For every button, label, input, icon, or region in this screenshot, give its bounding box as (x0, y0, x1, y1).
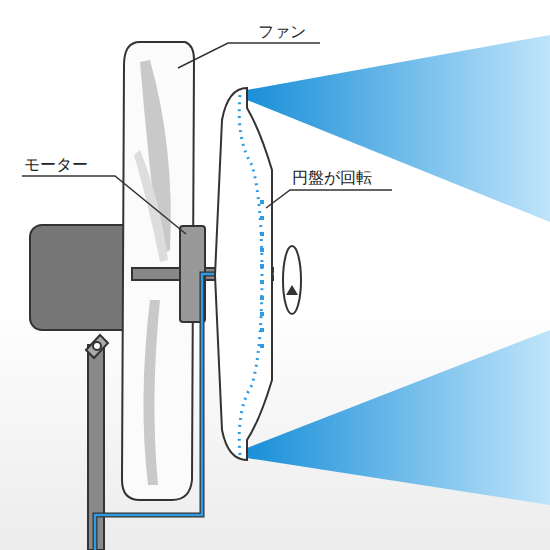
mist-cone (247, 35, 550, 222)
leader-line (22, 176, 186, 234)
leader-line (178, 43, 320, 68)
part-label: 円盤が回転 (292, 168, 372, 187)
motor-housing (30, 225, 135, 330)
stand-joint (86, 335, 108, 358)
blade-shade (143, 300, 160, 485)
rotation-arrow (283, 246, 301, 314)
water-drops (239, 95, 262, 455)
mist-cone (247, 330, 550, 505)
leader-line (266, 190, 392, 208)
rotating-disc (215, 88, 272, 460)
part-label: ファン (258, 22, 306, 41)
part-label: モーター (24, 155, 88, 174)
